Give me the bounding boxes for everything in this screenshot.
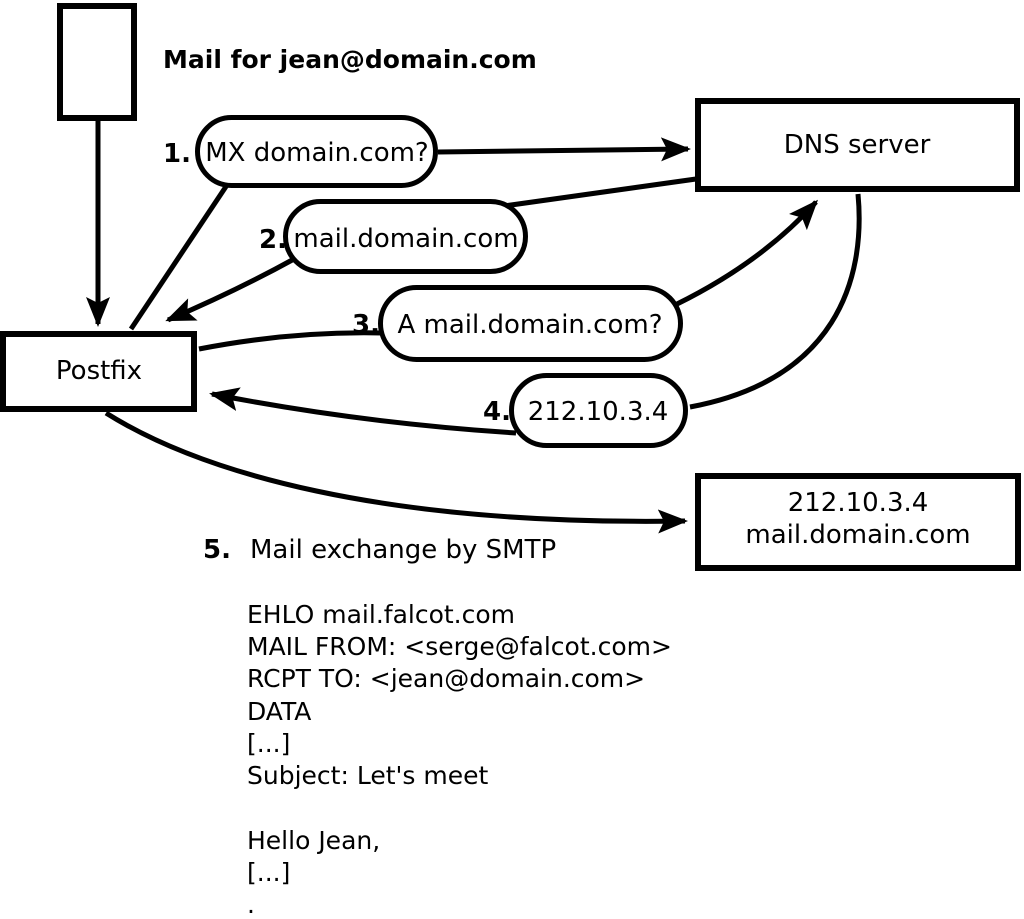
dns-server-node: DNS server (695, 98, 1020, 192)
mail-server-ip: 212.10.3.4 (788, 488, 929, 518)
mail-server-hostname: mail.domain.com (745, 520, 970, 550)
smtp-line: Subject: Let's meet (247, 761, 488, 790)
mail-server-node: 212.10.3.4 mail.domain.com (695, 473, 1021, 571)
step-2-pill (283, 199, 528, 274)
step-4-label: 212.10.3.4 (528, 397, 669, 427)
smtp-line: DATA (247, 697, 311, 726)
step-5-smtp-exchange: 5. Mail exchange by SMTP (203, 535, 556, 565)
step-2-number: 2. (259, 225, 287, 255)
step-5-label: Mail exchange by SMTP (250, 535, 556, 565)
step-3-label: A mail.domain.com? (398, 310, 663, 340)
mail-server-box (695, 473, 1021, 571)
smtp-session-text: EHLO mail.falcot.com MAIL FROM: <serge@f… (247, 600, 672, 919)
smtp-line: EHLO mail.falcot.com (247, 600, 515, 629)
step-1-pill (195, 115, 438, 188)
a-response-to-postfix-arrow (209, 387, 517, 436)
step-2-label: mail.domain.com (293, 224, 518, 254)
step-5-number: 5. (203, 535, 231, 565)
step-3-a-query: 3. A mail.domain.com? (352, 285, 683, 362)
step-1-label: MX domain.com? (205, 138, 428, 168)
smtp-line: MAIL FROM: <serge@falcot.com> (247, 632, 672, 661)
postfix-to-mx-query-line (128, 183, 230, 331)
smtp-line: [...] (247, 729, 290, 758)
mail-note: Mail for jean@domain.com (163, 45, 537, 74)
mx-query-to-dns-arrow (437, 137, 691, 162)
dns-to-mx-response-line (503, 176, 697, 209)
smtp-line: RCPT TO: <jean@domain.com> (247, 664, 645, 693)
postfix-box (0, 331, 197, 412)
step-4-pill (509, 373, 688, 448)
step-3-pill (378, 285, 683, 362)
mx-response-to-postfix-arrow (165, 256, 296, 323)
step-4-number: 4. (483, 397, 511, 427)
dns-to-a-response-line (689, 193, 862, 410)
dns-server-label: DNS server (784, 130, 931, 160)
step-1-number: 1. (163, 139, 191, 169)
smtp-line: [...] (247, 858, 290, 887)
a-query-to-dns-arrow (675, 199, 819, 307)
smtp-line: . (247, 890, 255, 919)
postfix-label: Postfix (56, 356, 142, 386)
postfix-to-a-query-line (198, 330, 383, 352)
postfix-node: Postfix (0, 331, 197, 412)
smtp-line: Hello Jean, (247, 826, 380, 855)
step-3-number: 3. (352, 310, 380, 340)
postfix-to-mailserver-smtp-arrow (104, 410, 688, 534)
dns-server-box (695, 98, 1020, 192)
step-2-mx-response: 2. mail.domain.com (259, 199, 528, 274)
step-4-a-response: 4. 212.10.3.4 (483, 373, 688, 448)
step-1-mx-query: 1. MX domain.com? (163, 115, 438, 188)
mail-message-node (57, 3, 137, 121)
